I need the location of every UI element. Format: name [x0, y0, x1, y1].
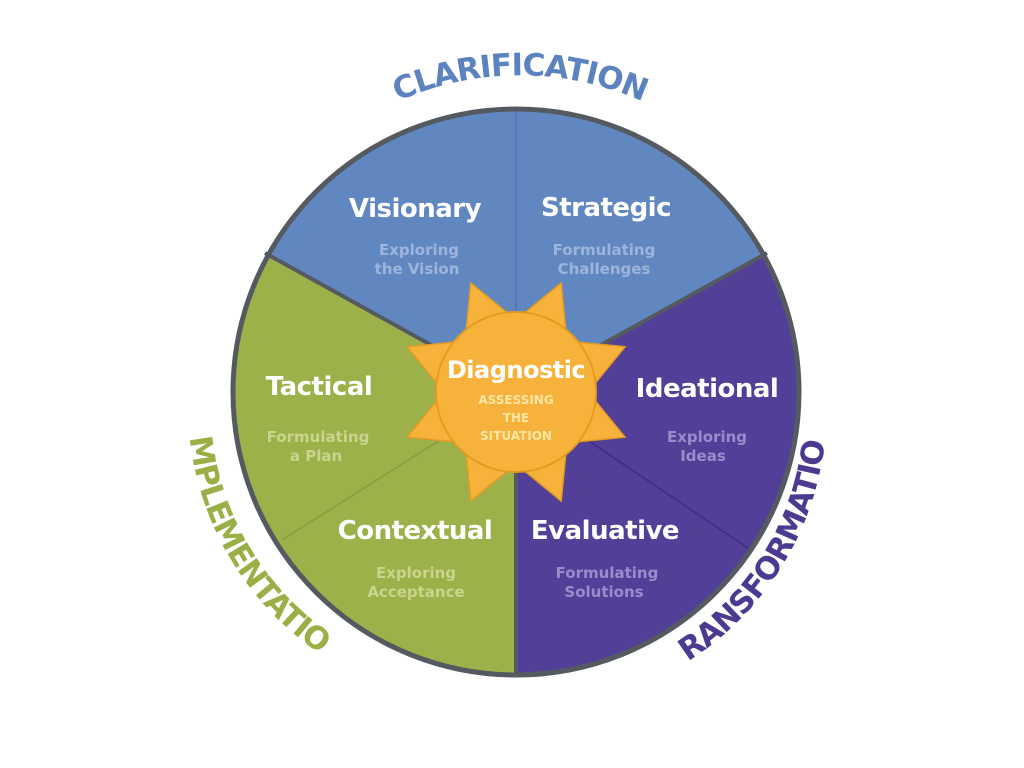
segment-title: Contextual	[338, 516, 493, 546]
segment-subtitle: Formulating	[267, 428, 370, 446]
segment-subtitle: Exploring	[376, 564, 456, 582]
segment-evaluative: Evaluative Formulating Solutions	[531, 516, 680, 601]
diagnostic-sun: Diagnostic ASSESSING THE SITUATION	[405, 281, 627, 503]
segment-subtitle: Formulating	[556, 564, 659, 582]
segment-tactical: Tactical Formulating a Plan	[266, 372, 373, 465]
segment-subtitle: the Vision	[375, 260, 460, 278]
segment-subtitle: Acceptance	[367, 583, 464, 601]
sun-core	[435, 311, 597, 473]
segment-title: Tactical	[266, 372, 373, 402]
segment-title: Evaluative	[531, 516, 679, 546]
segment-subtitle: Solutions	[564, 583, 643, 601]
segment-contextual: Contextual Exploring Acceptance	[338, 516, 493, 601]
center-title: Diagnostic	[447, 356, 585, 384]
segment-title: Strategic	[541, 193, 671, 223]
clarification-label: CLARIFICATION	[387, 47, 652, 108]
segment-strategic: Strategic Formulating Challenges	[541, 193, 672, 278]
segment-subtitle: Exploring	[667, 428, 747, 446]
segment-subtitle: Formulating	[553, 241, 656, 259]
wheel-outline	[230, 106, 802, 678]
center-subtitle: ASSESSING	[478, 393, 553, 407]
segment-subtitle: a Plan	[290, 447, 342, 465]
segment-ideational: Ideational Exploring Ideas	[636, 374, 779, 465]
segment-subtitle: Ideas	[680, 447, 726, 465]
segment-title: Visionary	[349, 194, 482, 224]
center-subtitle: THE	[503, 411, 529, 425]
segment-title: Ideational	[636, 374, 779, 404]
center-subtitle: SITUATION	[480, 429, 552, 443]
segment-subtitle: Exploring	[379, 241, 459, 259]
segment-subtitle: Challenges	[558, 260, 651, 278]
segment-visionary: Visionary Exploring the Vision	[349, 194, 482, 278]
clarification-label-text: CLARIFICATION	[387, 47, 653, 108]
